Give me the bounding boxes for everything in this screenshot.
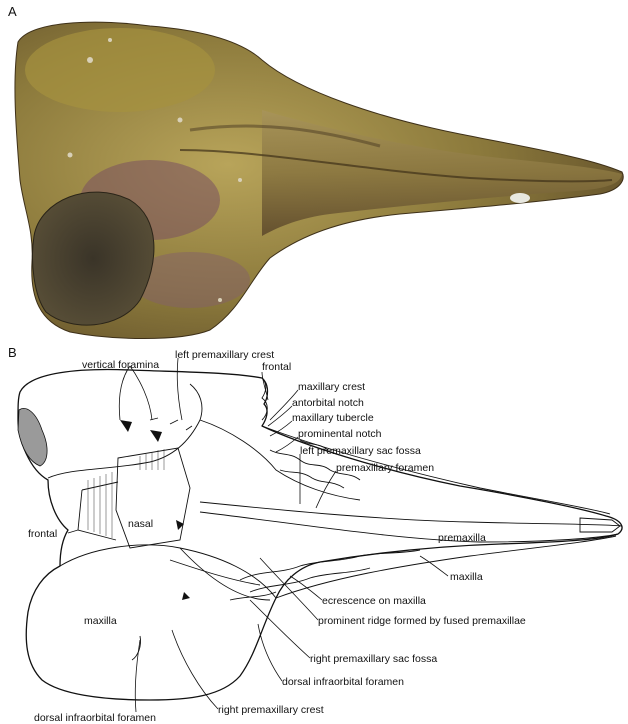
orbit-cavity [33,192,154,325]
label-prominent-ridge: prominent ridge formed by fused premaxil… [318,615,526,627]
skull-outline [18,370,622,700]
label-premaxillary-foramen: premaxillary foramen [336,462,434,474]
label-right-premaxillary-sac-fossa: right premaxillary sac fossa [310,653,437,665]
nasal-bones [116,448,190,548]
label-maxilla-right: maxilla [450,571,483,583]
label-dorsal-infraorbital-foramen-bottom: dorsal infraorbital foramen [34,712,156,724]
grey-patch [18,408,47,466]
label-frontal-left: frontal [28,528,57,540]
upper-crest [25,28,215,112]
label-prominental-notch: prominental notch [298,428,382,440]
label-vertical-foramina: vertical foramina [82,359,159,371]
label-right-premaxillary-crest: right premaxillary crest [218,704,324,716]
label-dorsal-infraorbital-foramen-right: dorsal infraorbital foramen [282,676,404,688]
label-maxillary-tubercle: maxillary tubercle [292,412,374,424]
label-premaxilla: premaxilla [438,532,486,544]
label-left-premaxillary-crest: left premaxillary crest [175,349,274,361]
label-nasal: nasal [128,518,153,530]
label-antorbital-notch: antorbital notch [292,397,364,409]
label-frontal-top: frontal [262,361,291,373]
label-maxilla-left: maxilla [84,615,117,627]
skull-photograph [0,0,628,345]
label-maxillary-crest: maxillary crest [298,381,365,393]
premaxilla-band [200,502,622,526]
label-left-premaxillary-sac-fossa: left premaxillary sac fossa [300,445,421,457]
panel-b-letter: B [8,345,17,360]
label-ecrescence-on-maxilla: ecrescence on maxilla [322,595,426,607]
